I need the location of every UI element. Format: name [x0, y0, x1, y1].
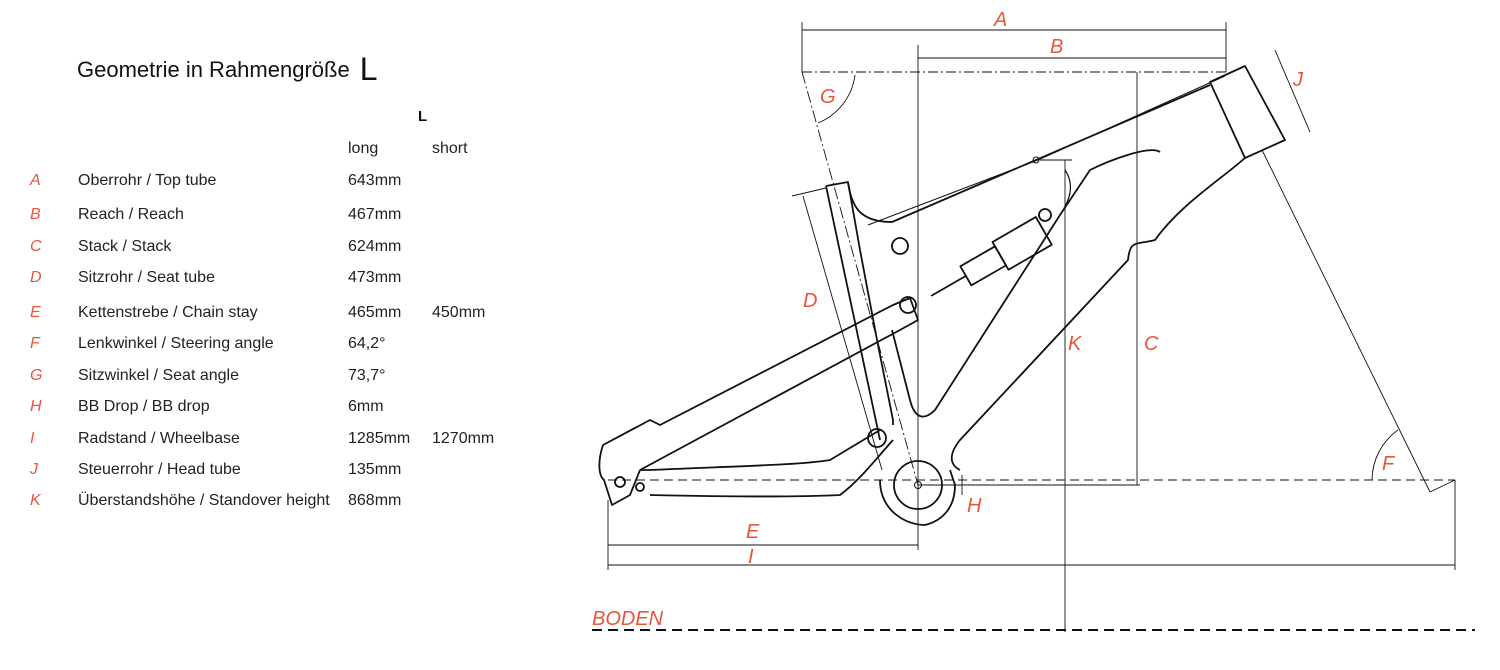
label-j: J	[1292, 69, 1304, 91]
frame-size: L	[359, 51, 378, 87]
pivot-main	[899, 296, 917, 314]
label-h: H	[967, 495, 982, 517]
label-i: I	[748, 546, 754, 568]
row-name: Radstand / Wheelbase	[78, 430, 240, 447]
label-f: F	[1382, 453, 1396, 475]
row-value-long: 1285mm	[348, 430, 411, 447]
row-name: Sitzwinkel / Seat angle	[78, 367, 239, 384]
steering-axis	[1261, 149, 1431, 493]
row-letter: G	[30, 367, 43, 384]
row-name: Reach / Reach	[78, 206, 184, 223]
row-value-long: 135mm	[348, 461, 402, 478]
size-column-header: L	[418, 108, 428, 125]
shock-mount	[1038, 208, 1052, 222]
row-letter: E	[30, 304, 41, 321]
row-value-long: 6mm	[348, 398, 384, 415]
bb-shell	[879, 469, 956, 526]
dim-g-arc	[817, 74, 856, 124]
seat-angle-axis	[801, 71, 919, 486]
row-value-long: 868mm	[348, 492, 402, 509]
row-name: Lenkwinkel / Steering angle	[78, 335, 274, 352]
row-name: Oberrohr / Top tube	[78, 172, 217, 189]
chain-stay	[640, 429, 894, 498]
row-name: Kettenstrebe / Chain stay	[78, 304, 258, 321]
page-title: Geometrie in Rahmengröße L	[77, 48, 378, 87]
label-e: E	[746, 521, 760, 543]
row-letter: H	[30, 398, 42, 415]
dimension-lines	[592, 22, 1475, 632]
label-g: G	[820, 86, 836, 108]
row-letter: A	[30, 172, 41, 189]
head-tube	[1209, 65, 1286, 159]
row-value-short: 1270mm	[432, 430, 495, 447]
row-name: Stack / Stack	[78, 238, 172, 255]
dim-d-line	[802, 195, 883, 471]
row-value-long: 473mm	[348, 269, 402, 286]
row-letter: B	[30, 206, 41, 223]
pivot-lower	[867, 428, 887, 448]
label-b: B	[1050, 36, 1063, 58]
row-name: BB Drop / BB drop	[78, 398, 210, 415]
row-name: Sitzrohr / Seat tube	[78, 269, 215, 286]
row-value-long: 73,7°	[348, 367, 386, 384]
title-text: Geometrie in Rahmengröße	[77, 57, 350, 82]
rear-axle	[614, 476, 626, 488]
row-letter: C	[30, 238, 42, 255]
rear-shock	[930, 216, 1053, 297]
seat-tube-front	[825, 181, 894, 425]
label-d: D	[803, 290, 817, 312]
bike-frame	[598, 65, 1286, 526]
row-name: Steuerrohr / Head tube	[78, 461, 241, 478]
top-tube	[847, 84, 1211, 223]
down-tube-upper	[891, 149, 1161, 418]
row-letter: D	[30, 269, 42, 286]
row-value-long: 465mm	[348, 304, 402, 321]
row-letter: I	[30, 430, 35, 447]
row-value-long: 467mm	[348, 206, 402, 223]
column-short: short	[432, 140, 468, 157]
dimension-labels: A B C D E F G H I J K BODEN	[592, 9, 1396, 630]
dim-j-line	[1274, 49, 1311, 133]
down-tube-lower	[950, 157, 1246, 471]
row-value-long: 64,2°	[348, 335, 386, 352]
row-letter: J	[30, 461, 38, 478]
bottom-bracket	[893, 460, 943, 510]
row-value-short: 450mm	[432, 304, 486, 321]
row-value-long: 643mm	[348, 172, 402, 189]
label-k: K	[1068, 333, 1083, 355]
dim-f-arc	[1371, 429, 1399, 481]
ground-label: BODEN	[592, 608, 664, 630]
label-c: C	[1144, 333, 1159, 355]
column-long: long	[348, 140, 379, 157]
row-letter: K	[30, 492, 41, 509]
row-letter: F	[30, 335, 40, 352]
row-value-long: 624mm	[348, 238, 402, 255]
row-name: Überstandshöhe / Standover height	[78, 492, 330, 509]
pivot-upper	[891, 237, 909, 255]
label-a: A	[993, 9, 1007, 31]
